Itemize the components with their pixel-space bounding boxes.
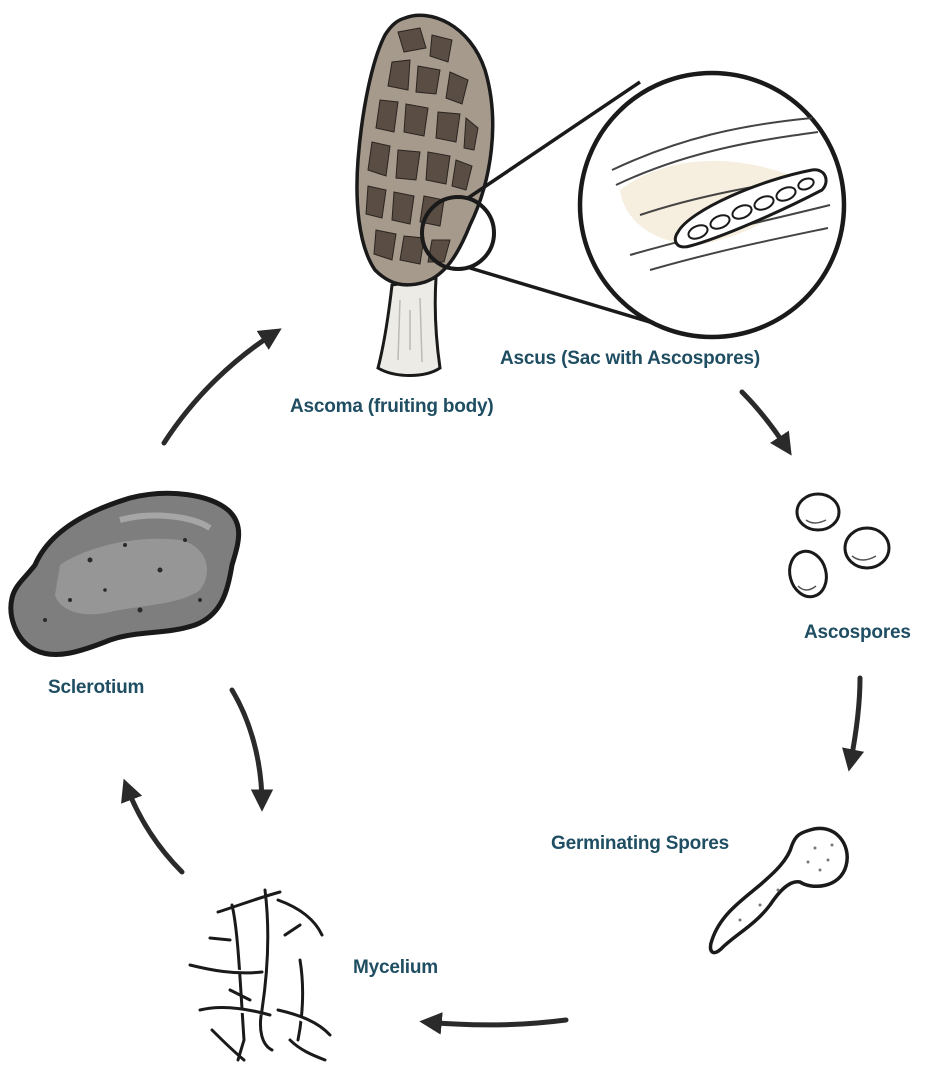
spore-2 (845, 528, 889, 568)
arrow-sclerotium-to-mycelium (232, 690, 262, 805)
label-ascoma: Ascoma (fruiting body) (290, 396, 494, 418)
label-mycelium: Mycelium (353, 957, 438, 979)
arrow-germinating-to-mycelium (426, 1020, 566, 1025)
label-ascospores: Ascospores (804, 622, 911, 644)
sclerotium-illustration (11, 493, 239, 654)
label-sclerotium: Sclerotium (48, 677, 144, 699)
label-germinating-spores: Germinating Spores (551, 833, 729, 855)
arrow-ascus-to-ascospores (742, 392, 788, 450)
ascus-zoom (580, 73, 844, 337)
arrow-mycelium-to-sclerotium (126, 785, 182, 872)
mycelium-illustration (190, 890, 330, 1060)
ascospores-illustration (785, 494, 889, 601)
label-ascus: Ascus (Sac with Ascospores) (500, 348, 760, 370)
spore-1 (797, 494, 839, 530)
germinating-spore-illustration (710, 828, 847, 952)
morel-stem (378, 278, 440, 376)
spore-3 (785, 547, 832, 601)
arrow-ascospores-to-germinating (850, 678, 860, 765)
arrow-sclerotium-to-ascoma (164, 332, 276, 443)
